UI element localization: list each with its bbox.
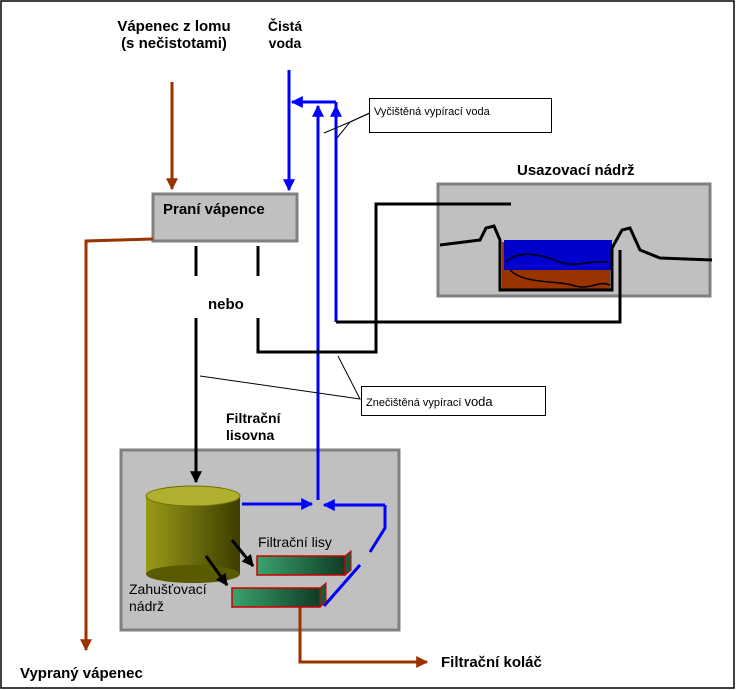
- filter-presses-label: Filtrační lisy: [258, 534, 332, 550]
- cleaned-wash-water-callout: Vyčištěná vypírací voda: [369, 98, 552, 133]
- sludge-line: [509, 269, 611, 288]
- filter-cake-arrow: [298, 607, 429, 668]
- settling-outlet-line: [336, 250, 622, 324]
- press-return-line-b: [322, 564, 362, 607]
- settling-tank-outline: [439, 224, 713, 292]
- washed-limestone-label: Vypraný vápenec: [20, 665, 143, 682]
- settling-tank-label: Usazovací nádrž: [517, 162, 635, 179]
- dirty-water-to-settling-line: [256, 202, 511, 354]
- filter-press-station-label: Filtrační lisovna: [226, 410, 281, 443]
- washing-label: Praní vápence: [163, 201, 265, 218]
- clean-water-label: Čistá voda: [267, 18, 303, 51]
- thickener-to-press-lower-arrow: [204, 555, 229, 586]
- thickener-tank-icon: [145, 485, 241, 583]
- or-label: nebo: [208, 296, 244, 313]
- filter-cake-label: Filtrační koláč: [441, 654, 542, 671]
- filter-press-upper-icon: [256, 549, 352, 577]
- limestone-source-label: Vápenec z lomu (s nečistotami): [117, 18, 231, 52]
- callout-leader-dirty: [199, 355, 361, 400]
- thickener-to-press-upper-arrow: [230, 539, 255, 567]
- press-return-line-a: [368, 505, 387, 553]
- dirty-wash-water-callout: Znečištěná vypírací voda: [361, 386, 546, 416]
- filter-press-lower-icon: [231, 581, 327, 609]
- callout-leader-clean-2: [323, 111, 373, 134]
- washed-limestone-arrow: [80, 237, 154, 652]
- washing-box: [151, 192, 299, 243]
- thickener-label: Zahušťovací nádrž: [129, 581, 207, 614]
- water-surface-line: [505, 253, 609, 265]
